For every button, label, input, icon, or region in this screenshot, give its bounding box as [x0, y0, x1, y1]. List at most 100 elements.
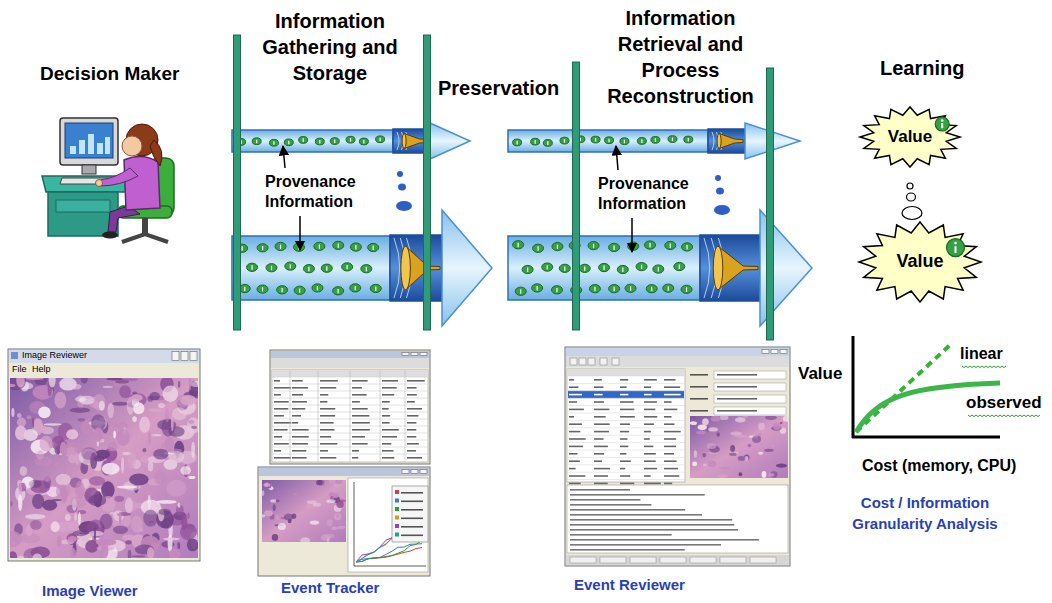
tissue-cell — [15, 426, 27, 441]
info-icon-mark — [251, 265, 252, 269]
info-icon-mark — [655, 138, 656, 142]
screen-text-line — [274, 457, 291, 459]
tissue-cell — [172, 407, 187, 420]
tissue-cell — [117, 486, 138, 489]
screen-text-line — [569, 475, 585, 477]
tissue-cell — [103, 386, 113, 388]
screen-text-line — [401, 535, 423, 537]
info-icon-mark — [303, 138, 304, 142]
screenshot-caption: Image Viewer — [42, 582, 138, 601]
task-button — [600, 557, 626, 563]
window-button — [420, 353, 427, 356]
tissue-cell — [78, 512, 81, 526]
window-button — [402, 353, 409, 356]
info-icon-mark — [271, 266, 272, 270]
screen-text-line — [664, 416, 672, 418]
screen-text-line — [664, 446, 676, 448]
info-icon — [579, 264, 590, 272]
screen-text-line — [620, 438, 627, 440]
screen-text-line — [382, 401, 390, 403]
table-body — [567, 369, 685, 482]
tissue-cell — [44, 473, 50, 482]
tissue-cell — [56, 474, 71, 486]
tissue-cell — [17, 413, 22, 418]
screen-text-line — [352, 422, 370, 424]
tissue-cell — [132, 391, 137, 394]
screen-text-line — [570, 534, 672, 536]
info-icon — [674, 262, 685, 270]
screen-text-line — [620, 431, 629, 433]
info-icon-mark — [520, 289, 521, 293]
toolbar-button — [600, 358, 607, 365]
info-icon-mark — [244, 287, 245, 291]
screen-text-line — [644, 423, 654, 425]
info-icon — [342, 263, 353, 271]
info-icon — [294, 243, 305, 251]
screen-bar — [70, 146, 76, 154]
screen-text-line — [320, 422, 334, 424]
info-icon-mark — [633, 244, 634, 248]
tissue-cell — [99, 401, 105, 411]
tissue-cell — [139, 528, 143, 531]
info-icon-mark — [256, 140, 257, 144]
window-button — [172, 352, 179, 361]
tissue-cell — [60, 442, 67, 458]
tissue-cell — [16, 378, 25, 387]
tissue-cell — [30, 520, 42, 530]
table-row-line — [567, 427, 685, 428]
screen-bar — [88, 134, 94, 154]
desk-front — [48, 192, 118, 236]
info-icon — [275, 242, 286, 250]
screen-text-line — [690, 398, 708, 400]
tissue-cell — [63, 468, 66, 475]
screen-text-line — [644, 475, 651, 477]
info-icon — [543, 140, 552, 147]
tissue-cell — [335, 480, 342, 484]
info-icon — [299, 137, 308, 144]
info-icon-mark — [326, 266, 327, 270]
info-icon-mark — [686, 287, 687, 291]
tissue-cell — [43, 423, 62, 425]
information-pipe — [508, 123, 800, 159]
info-icon-mark — [584, 266, 585, 270]
funnel-rim — [401, 246, 411, 290]
screen-text-line — [382, 457, 394, 459]
tissue-cell — [293, 493, 298, 496]
table-row-line — [567, 390, 685, 391]
info-icon-mark — [624, 140, 625, 144]
stage-heading: Information Gathering and Storage — [245, 8, 415, 86]
tissue-cell — [748, 444, 751, 447]
tissue-cell — [177, 542, 180, 549]
table-row-line — [567, 450, 685, 451]
info-icon — [625, 284, 636, 292]
screen-text-line — [690, 386, 708, 388]
info-icon — [559, 264, 570, 272]
tissue-cell — [147, 547, 154, 558]
info-icon — [609, 243, 620, 251]
monitor — [60, 118, 118, 165]
tissue-cell — [337, 526, 346, 530]
tissue-cell — [125, 540, 131, 544]
info-icon — [515, 287, 526, 295]
screen-text-line — [664, 394, 681, 396]
tissue-cell — [42, 500, 57, 511]
tissue-cell — [703, 464, 707, 466]
info-badge — [947, 239, 965, 257]
info-icon-mark — [355, 286, 356, 290]
thought-bubble — [907, 183, 913, 189]
tissue-cell — [32, 494, 44, 509]
tissue-cell — [107, 403, 113, 418]
tissue-cell — [119, 385, 131, 398]
tissue-cell — [307, 500, 317, 504]
info-icon-mark — [527, 268, 528, 272]
screen-text-line — [594, 460, 602, 462]
screen-text-line — [620, 401, 634, 403]
tissue-cell — [81, 447, 97, 460]
screen-text-line — [320, 415, 335, 417]
info-icon — [257, 244, 268, 252]
tissue-cell — [10, 531, 22, 547]
tissue-cell — [719, 416, 728, 420]
tissue-cell — [262, 514, 265, 517]
screen-text-line — [717, 410, 757, 412]
tissue-cell — [729, 453, 737, 456]
